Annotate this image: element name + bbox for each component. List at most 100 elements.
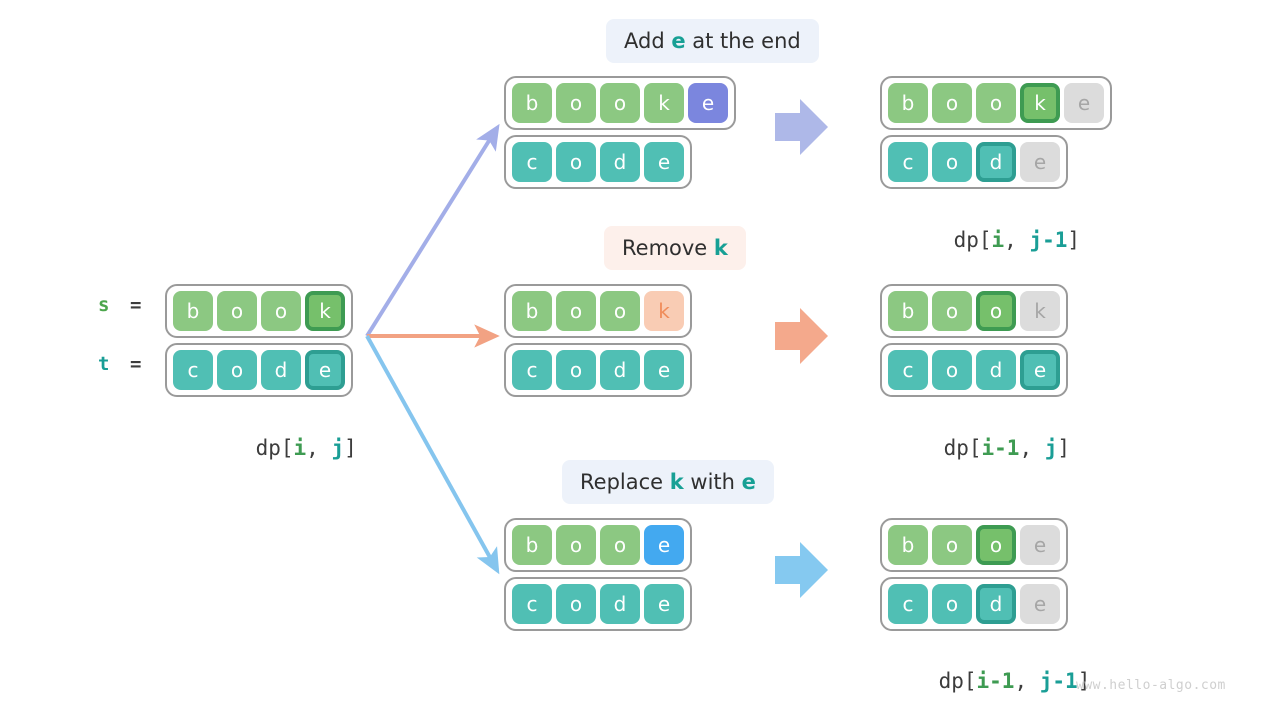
- label-s: s: [98, 294, 111, 316]
- cell[interactable]: o: [556, 584, 596, 624]
- replace-before-array-t: c o d e: [504, 577, 692, 631]
- dp-prefix: dp[: [255, 436, 294, 460]
- cell-disabled[interactable]: e: [1064, 83, 1104, 123]
- delete-before-array-t: c o d e: [504, 343, 692, 397]
- equals-s: =: [130, 294, 143, 316]
- cell[interactable]: o: [932, 142, 972, 182]
- cell-highlighted[interactable]: o: [976, 291, 1016, 331]
- cell[interactable]: o: [932, 83, 972, 123]
- cell-disabled[interactable]: e: [1020, 142, 1060, 182]
- cell[interactable]: c: [512, 142, 552, 182]
- delete-dp-caption: dp[i-1, j]: [893, 412, 1070, 484]
- cell[interactable]: b: [512, 291, 552, 331]
- delete-before-array-s: b o o k: [504, 284, 692, 338]
- cell-replaced[interactable]: e: [644, 525, 684, 565]
- cell-disabled[interactable]: e: [1020, 525, 1060, 565]
- dp-sep: ,: [1004, 228, 1030, 252]
- op-text-before: Remove: [622, 236, 714, 260]
- dp-suffix: ]: [1067, 228, 1081, 252]
- cell[interactable]: o: [932, 291, 972, 331]
- cell[interactable]: o: [556, 142, 596, 182]
- cell[interactable]: c: [173, 350, 213, 390]
- watermark: www.hello-algo.com: [1076, 678, 1226, 693]
- cell-inserted[interactable]: e: [688, 83, 728, 123]
- cell[interactable]: c: [512, 350, 552, 390]
- cell[interactable]: e: [644, 350, 684, 390]
- cell[interactable]: d: [600, 142, 640, 182]
- delete-after-array-s: b o o k: [880, 284, 1068, 338]
- cell[interactable]: o: [556, 525, 596, 565]
- cell[interactable]: o: [976, 83, 1016, 123]
- cell[interactable]: o: [600, 291, 640, 331]
- cell-highlighted[interactable]: d: [976, 142, 1016, 182]
- dp-suffix: ]: [344, 436, 357, 460]
- cell[interactable]: d: [600, 584, 640, 624]
- dp-j: j-1: [1029, 228, 1068, 252]
- cell[interactable]: b: [888, 291, 928, 331]
- cell[interactable]: o: [217, 350, 257, 390]
- equals-t: =: [130, 353, 143, 375]
- cell[interactable]: b: [512, 525, 552, 565]
- dp-i: i-1: [981, 436, 1020, 460]
- cell[interactable]: c: [512, 584, 552, 624]
- cell[interactable]: o: [556, 83, 596, 123]
- cell[interactable]: k: [644, 83, 684, 123]
- replace-dp-caption: dp[i-1, j-1]: [888, 645, 1091, 717]
- cell[interactable]: o: [556, 291, 596, 331]
- dp-sep: ,: [1014, 669, 1040, 693]
- cell-highlighted[interactable]: k: [305, 291, 345, 331]
- cell[interactable]: e: [644, 584, 684, 624]
- cell-highlighted[interactable]: e: [1020, 350, 1060, 390]
- op-text-before: Replace: [580, 470, 670, 494]
- cell[interactable]: c: [888, 350, 928, 390]
- cell-highlighted[interactable]: d: [976, 584, 1016, 624]
- cell-highlighted[interactable]: e: [305, 350, 345, 390]
- cell[interactable]: b: [888, 83, 928, 123]
- dp-j: j: [1044, 436, 1058, 460]
- thin-arrow-insert: [365, 123, 500, 338]
- insert-before-array-t: c o d e: [504, 135, 692, 189]
- dp-j: j: [331, 436, 345, 460]
- dp-i: i-1: [976, 669, 1015, 693]
- cell-highlighted[interactable]: o: [976, 525, 1016, 565]
- cell[interactable]: o: [261, 291, 301, 331]
- cell[interactable]: e: [644, 142, 684, 182]
- insert-dp-caption: dp[i, j-1]: [903, 204, 1080, 276]
- dp-prefix: dp[: [943, 436, 982, 460]
- cell-highlighted[interactable]: k: [1020, 83, 1060, 123]
- cell[interactable]: o: [600, 83, 640, 123]
- source-array-t: c o d e: [165, 343, 353, 397]
- cell[interactable]: o: [932, 525, 972, 565]
- operation-label-insert: Add e at the end: [606, 19, 819, 63]
- cell[interactable]: c: [888, 142, 928, 182]
- op-char-from: k: [669, 470, 684, 494]
- label-t: t: [98, 353, 111, 375]
- block-arrow-insert: [775, 99, 828, 155]
- cell[interactable]: o: [217, 291, 257, 331]
- dp-prefix: dp[: [938, 669, 977, 693]
- cell[interactable]: c: [888, 584, 928, 624]
- source-array-s: b o o k: [165, 284, 353, 338]
- op-text-before: Add: [624, 29, 672, 53]
- cell[interactable]: d: [261, 350, 301, 390]
- replace-after-array-t: c o d e: [880, 577, 1068, 631]
- cell[interactable]: b: [512, 83, 552, 123]
- cell-disabled[interactable]: k: [1020, 291, 1060, 331]
- cell[interactable]: o: [600, 525, 640, 565]
- cell-disabled[interactable]: e: [1020, 584, 1060, 624]
- replace-before-array-s: b o o e: [504, 518, 692, 572]
- cell[interactable]: o: [932, 350, 972, 390]
- cell-removed[interactable]: k: [644, 291, 684, 331]
- cell[interactable]: o: [556, 350, 596, 390]
- dp-prefix: dp[: [953, 228, 992, 252]
- cell[interactable]: o: [932, 584, 972, 624]
- cell[interactable]: d: [600, 350, 640, 390]
- insert-after-array-t: c o d e: [880, 135, 1068, 189]
- cell[interactable]: b: [173, 291, 213, 331]
- dp-sep: ,: [1019, 436, 1045, 460]
- op-char-to: e: [741, 470, 756, 494]
- cell[interactable]: b: [888, 525, 928, 565]
- dp-i: i: [991, 228, 1005, 252]
- cell[interactable]: d: [976, 350, 1016, 390]
- dp-i: i: [293, 436, 307, 460]
